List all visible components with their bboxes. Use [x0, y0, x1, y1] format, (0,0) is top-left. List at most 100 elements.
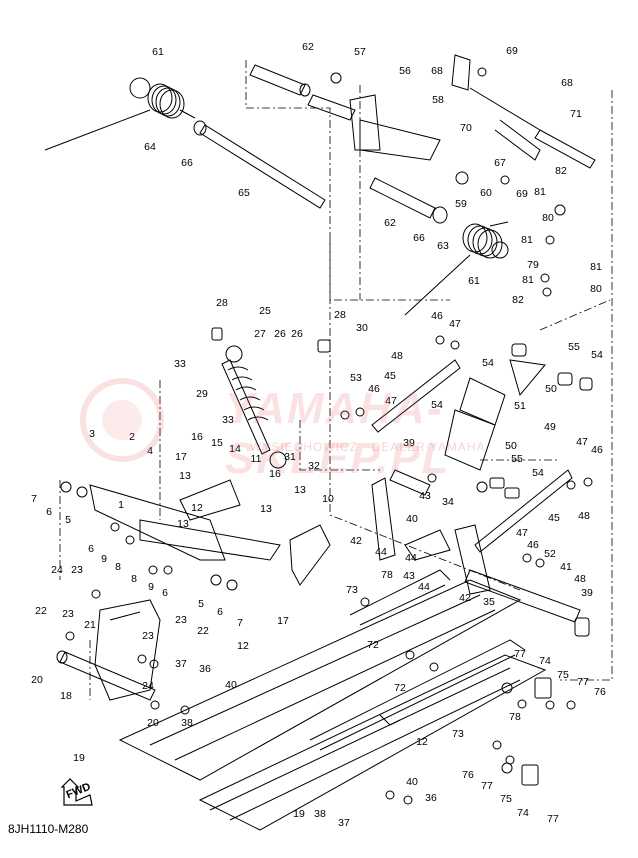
- part-callout-71: 71: [570, 108, 582, 120]
- part-callout-66: 66: [181, 157, 193, 169]
- part-callout-80: 80: [542, 212, 554, 224]
- part-callout-4: 4: [147, 445, 153, 457]
- part-callout-28: 28: [216, 297, 228, 309]
- part-callout-19: 19: [73, 752, 85, 764]
- slide-rail-lower: [198, 639, 547, 831]
- part-callout-7: 7: [237, 617, 243, 629]
- part-callout-77: 77: [577, 676, 589, 688]
- part-callout-42: 42: [459, 592, 471, 604]
- part-callout-29: 29: [196, 388, 208, 400]
- part-callout-48: 48: [574, 573, 586, 585]
- part-callout-48: 48: [578, 510, 590, 522]
- part-callout-58: 58: [432, 94, 444, 106]
- part-callout-6: 6: [46, 506, 52, 518]
- part-callout-73: 73: [452, 728, 464, 740]
- part-callout-23: 23: [71, 564, 83, 576]
- part-callout-30: 30: [356, 322, 368, 334]
- part-callout-22: 22: [35, 605, 47, 617]
- part-callout-14: 14: [229, 443, 241, 455]
- part-callout-54: 54: [532, 467, 544, 479]
- part-callout-36: 36: [425, 792, 437, 804]
- part-callout-47: 47: [576, 436, 588, 448]
- part-callout-5: 5: [65, 514, 71, 526]
- part-callout-26: 26: [291, 328, 303, 340]
- part-callout-17: 17: [175, 451, 187, 463]
- part-callout-54: 54: [482, 357, 494, 369]
- part-callout-26: 26: [274, 328, 286, 340]
- part-callout-13: 13: [294, 484, 306, 496]
- part-callout-43: 43: [419, 490, 431, 502]
- part-callout-38: 38: [181, 717, 193, 729]
- front-shock-absorber: [444, 343, 593, 471]
- part-callout-61: 61: [152, 46, 164, 58]
- torsion-spring-lower-right: [404, 221, 509, 316]
- part-callout-77: 77: [514, 648, 526, 660]
- part-callout-46: 46: [368, 383, 380, 395]
- part-callout-77: 77: [547, 813, 559, 825]
- part-callout-13: 13: [260, 503, 272, 515]
- suspension-links: [89, 359, 581, 623]
- part-callout-6: 6: [88, 543, 94, 555]
- part-callout-50: 50: [545, 383, 557, 395]
- part-callout-38: 38: [314, 808, 326, 820]
- part-callout-34: 34: [442, 496, 454, 508]
- part-callout-76: 76: [594, 686, 606, 698]
- part-callout-44: 44: [405, 552, 417, 564]
- part-callout-32: 32: [308, 460, 320, 472]
- part-callout-54: 54: [591, 349, 603, 361]
- part-callout-10: 10: [322, 493, 334, 505]
- part-callout-82: 82: [512, 294, 524, 306]
- part-callout-78: 78: [381, 569, 393, 581]
- part-callout-59: 59: [455, 198, 467, 210]
- part-callout-46: 46: [431, 310, 443, 322]
- part-callout-60: 60: [480, 187, 492, 199]
- part-callout-15: 15: [211, 437, 223, 449]
- part-callout-8: 8: [115, 561, 121, 573]
- part-callout-72: 72: [394, 682, 406, 694]
- part-callout-49: 49: [544, 421, 556, 433]
- part-callout-24: 24: [142, 680, 154, 692]
- part-callout-35: 35: [483, 596, 495, 608]
- part-callout-81: 81: [522, 274, 534, 286]
- diagram-code: 8JH1110-M280: [8, 822, 89, 836]
- part-callout-23: 23: [142, 630, 154, 642]
- part-callout-1: 1: [118, 499, 124, 511]
- part-callout-54: 54: [431, 399, 443, 411]
- lower-left-bracket: [56, 599, 161, 701]
- part-callout-81: 81: [521, 234, 533, 246]
- part-callout-33: 33: [174, 358, 186, 370]
- part-callout-45: 45: [548, 512, 560, 524]
- part-callout-20: 20: [147, 717, 159, 729]
- part-callout-9: 9: [148, 581, 154, 593]
- part-callout-42: 42: [350, 535, 362, 547]
- part-callout-46: 46: [591, 444, 603, 456]
- part-callout-39: 39: [403, 437, 415, 449]
- part-callout-9: 9: [101, 553, 107, 565]
- torsion-spring-upper-left: [44, 77, 196, 151]
- part-callout-6: 6: [217, 606, 223, 618]
- part-callout-12: 12: [191, 502, 203, 514]
- part-callout-75: 75: [500, 793, 512, 805]
- part-callout-22: 22: [197, 625, 209, 637]
- part-callout-43: 43: [403, 570, 415, 582]
- part-callout-23: 23: [175, 614, 187, 626]
- part-callout-40: 40: [406, 776, 418, 788]
- part-callout-64: 64: [144, 141, 156, 153]
- part-callout-5: 5: [198, 598, 204, 610]
- part-callout-68: 68: [561, 77, 573, 89]
- part-callout-62: 62: [302, 41, 314, 53]
- part-callout-53: 53: [350, 372, 362, 384]
- part-callout-27: 27: [254, 328, 266, 340]
- part-callout-65: 65: [238, 187, 250, 199]
- part-callout-39: 39: [581, 587, 593, 599]
- part-callout-69: 69: [506, 45, 518, 57]
- rail-end-brackets: [501, 677, 552, 786]
- part-callout-50: 50: [505, 440, 517, 452]
- part-callout-37: 37: [338, 817, 350, 829]
- part-callout-74: 74: [517, 807, 529, 819]
- guide-lines: [59, 60, 613, 700]
- part-callout-33: 33: [222, 414, 234, 426]
- part-callout-8: 8: [131, 573, 137, 585]
- part-callout-82: 82: [555, 165, 567, 177]
